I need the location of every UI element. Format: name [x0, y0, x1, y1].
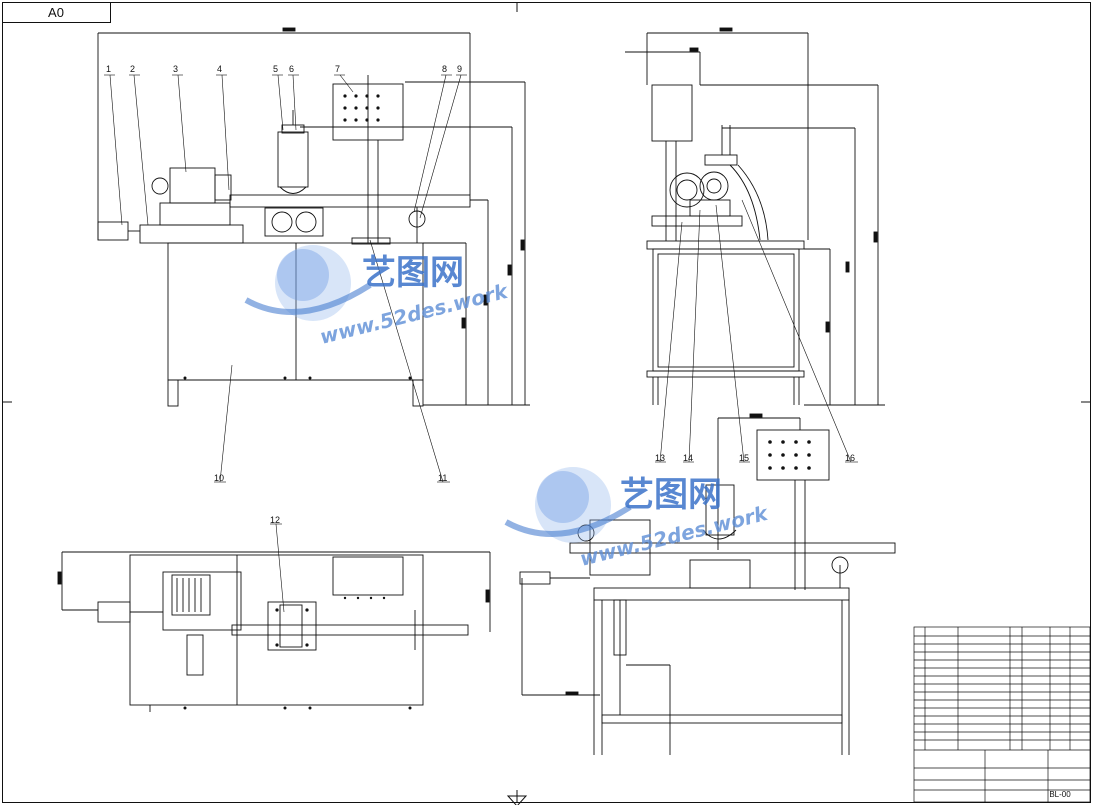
- side-view-leaders: [655, 199, 858, 463]
- balloon-15: 15: [739, 453, 749, 463]
- balloon-11: 11: [438, 473, 447, 483]
- balloon-4: 4: [217, 64, 222, 74]
- control-box-side: [651, 84, 693, 142]
- balloon-3: 3: [173, 64, 178, 74]
- front-view-leaders: [104, 74, 467, 483]
- balloon-7: 7: [335, 64, 340, 74]
- balloon-8: 8: [442, 64, 447, 74]
- control-panel-top: [332, 556, 404, 596]
- drawing-number: BL-00: [1049, 790, 1071, 799]
- watermark-1: 艺图网 www.52des.work: [244, 245, 511, 349]
- balloon-labels: 1 2 3 4 5 6 7 8 9 10 11 12 13 14 15 16: [106, 64, 855, 525]
- balloon-10: 10: [214, 473, 224, 483]
- balloon-14: 14: [683, 453, 693, 463]
- front-view: [97, 27, 530, 407]
- side-view: [625, 27, 885, 406]
- watermark-2-cn: 艺图网: [620, 475, 722, 515]
- balloon-2: 2: [130, 64, 135, 74]
- top-view: [57, 551, 491, 712]
- balloon-12: 12: [270, 515, 280, 525]
- watermark-globe-icon: [244, 245, 372, 321]
- balloon-16: 16: [845, 453, 855, 463]
- top-view-dots: [183, 596, 412, 710]
- watermark-globe-icon-2: [504, 467, 632, 543]
- balloon-9: 9: [457, 64, 462, 74]
- balloon-1: 1: [106, 64, 111, 74]
- control-panel-iso: [756, 429, 830, 481]
- watermark-1-cn: 艺图网: [362, 253, 464, 293]
- balloon-13: 13: [655, 453, 665, 463]
- top-view-leaders: [270, 523, 285, 613]
- iso-panel-holes: [768, 440, 811, 470]
- sheet-size-label: A0: [48, 5, 64, 20]
- iso-view: [519, 413, 896, 755]
- title-block: [913, 626, 1091, 803]
- front-view-panel-holes: [183, 94, 412, 380]
- balloon-6: 6: [289, 64, 294, 74]
- balloon-5: 5: [273, 64, 278, 74]
- sheet-size-box: [2, 2, 111, 23]
- watermark-2: 艺图网 www.52des.work: [504, 467, 771, 571]
- control-panel-front: [332, 83, 404, 141]
